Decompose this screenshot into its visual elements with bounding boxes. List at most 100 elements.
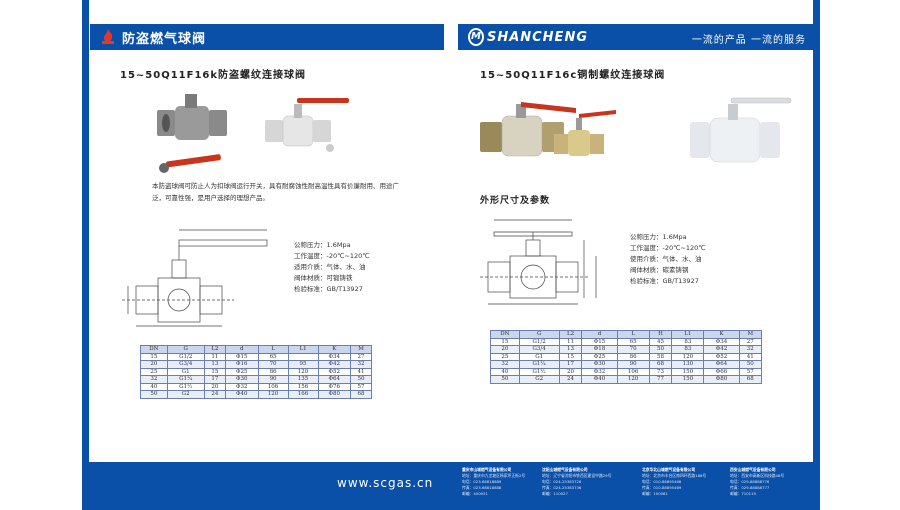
table-cell: Φ52 <box>703 352 740 361</box>
table-cell: Φ18 <box>581 345 618 354</box>
table-cell: Φ34 <box>317 352 352 361</box>
table-header-cell: G <box>166 345 205 354</box>
brand-logo: M SHANCHENG <box>468 27 588 47</box>
office-postcode: 邮编：400031 <box>462 491 488 496</box>
table-cell: 32 <box>140 375 168 384</box>
table-cell: 25 <box>490 352 520 361</box>
table-cell: Φ40 <box>581 375 618 384</box>
table-cell: G1 <box>518 352 560 361</box>
office-fax: 传真：029-88888777 <box>730 485 770 490</box>
table-header-cell: K <box>317 345 352 354</box>
office-phone: 电话：010-88895468 <box>642 479 682 484</box>
table-header-cell: M <box>738 330 763 339</box>
table-cell: 11 <box>558 337 583 346</box>
table-header-cell: DN <box>140 345 168 354</box>
table-header-cell: G <box>518 330 560 339</box>
table-cell: 135 <box>287 375 319 384</box>
table-cell: 15 <box>558 352 583 361</box>
table-cell: 156 <box>287 382 319 391</box>
table-cell: 86 <box>257 367 289 376</box>
table-cell: Φ30 <box>581 360 618 369</box>
table-cell: 41 <box>350 367 372 376</box>
table-cell: 15 <box>203 367 227 376</box>
left-header-title: 防盗燃气球阀 <box>122 32 207 47</box>
right-page: M SHANCHENG 一流的产品 一流的服务 15~50Q11F16c铜制螺纹… <box>458 0 820 510</box>
table-cell: 58 <box>648 352 673 361</box>
table-cell: 20 <box>490 345 520 354</box>
spec-pressure: 公称压力：1.6Mpa <box>294 241 351 249</box>
table-header-cell: DN <box>490 330 520 339</box>
website-url[interactable]: www.scgas.cn <box>337 476 434 490</box>
spec-material: 阀体材质：可锻铸铁 <box>294 274 353 282</box>
table-cell: Φ32 <box>225 382 259 391</box>
brand-mark-icon: M <box>468 28 484 46</box>
table-cell: 24 <box>203 390 227 399</box>
office-address: 地址：北京市丰台区南四环西路188号 <box>642 473 707 478</box>
table-cell: 68 <box>350 390 372 399</box>
table-cell: G1/2 <box>518 337 560 346</box>
table-cell: 50 <box>140 390 168 399</box>
table-cell: 120 <box>287 367 319 376</box>
table-cell: G1¼ <box>166 375 205 384</box>
table-cell: 50 <box>490 375 520 384</box>
table-cell: G1 <box>166 367 205 376</box>
table-cell: 68 <box>648 360 673 369</box>
table-cell: 90 <box>616 360 650 369</box>
table-header-cell: L1 <box>287 345 319 354</box>
table-cell: 120 <box>257 390 289 399</box>
table-cell: 83 <box>671 345 705 354</box>
brand-slogan: 一流的产品 一流的服务 <box>691 35 806 46</box>
table-header-cell: H <box>648 330 673 339</box>
table-cell: 90 <box>257 375 289 384</box>
table-cell: 13 <box>203 360 227 369</box>
office-fax: 传真：023-68818888 <box>462 485 502 490</box>
table-cell: 24 <box>558 375 583 384</box>
table-cell: Φ15 <box>225 352 259 361</box>
table-cell: 32 <box>738 345 763 354</box>
table-cell: 68 <box>738 375 763 384</box>
table-cell: 57 <box>350 382 372 391</box>
table-header-cell: L <box>616 330 650 339</box>
table-cell: 50 <box>738 360 763 369</box>
table-cell: 70 <box>257 360 289 369</box>
table-cell: 120 <box>671 352 705 361</box>
office-address: 地址：重庆市九龙坡区杨家坪正街2号 <box>462 473 526 478</box>
table-cell: 106 <box>257 382 289 391</box>
table-cell: 50 <box>350 375 372 384</box>
white-valve-image <box>690 97 792 163</box>
office-address: 地址：辽宁省沈阳市铁西区建设中路29号 <box>542 473 612 478</box>
office-phone: 电话：024-25383726 <box>542 479 582 484</box>
table-cell: 70 <box>616 345 650 354</box>
table-cell: 45 <box>648 337 673 346</box>
table-cell: 27 <box>738 337 763 346</box>
table-cell <box>287 352 319 361</box>
left-page: 防盗燃气球阀 15~50Q11F16k防盗螺纹连接球阀 <box>82 0 444 510</box>
table-cell: 32 <box>350 360 372 369</box>
table-cell: G1/2 <box>166 352 205 361</box>
table-cell: Φ66 <box>703 367 740 376</box>
table-cell: 27 <box>350 352 372 361</box>
spec-medium: 适用介质：气体、水、油 <box>294 263 366 271</box>
left-valve-technical-drawing <box>122 229 268 327</box>
left-section-title: 15~50Q11F16k防盗螺纹连接球阀 <box>120 70 307 81</box>
spec-pressure: 公称压力：1.6Mpa <box>630 233 687 241</box>
office-postcode: 邮编：100081 <box>642 491 668 496</box>
table-cell: 40 <box>490 367 520 376</box>
table-cell: Φ42 <box>317 360 352 369</box>
office-name: 西安山城燃气设备有限公司 <box>730 467 776 472</box>
spec-standard: 检验标准：GB/T13927 <box>630 277 699 285</box>
flame-logo-icon <box>102 29 114 44</box>
chrome-valve-with-handle-image <box>265 98 349 152</box>
right-header-bar: M SHANCHENG 一流的产品 一流的服务 <box>458 24 820 50</box>
table-cell: G3/4 <box>518 345 560 354</box>
table-cell: 65 <box>616 337 650 346</box>
table-cell: Φ16 <box>225 360 259 369</box>
table-cell: 41 <box>738 352 763 361</box>
table-cell: 120 <box>616 375 650 384</box>
table-cell: 50 <box>648 345 673 354</box>
